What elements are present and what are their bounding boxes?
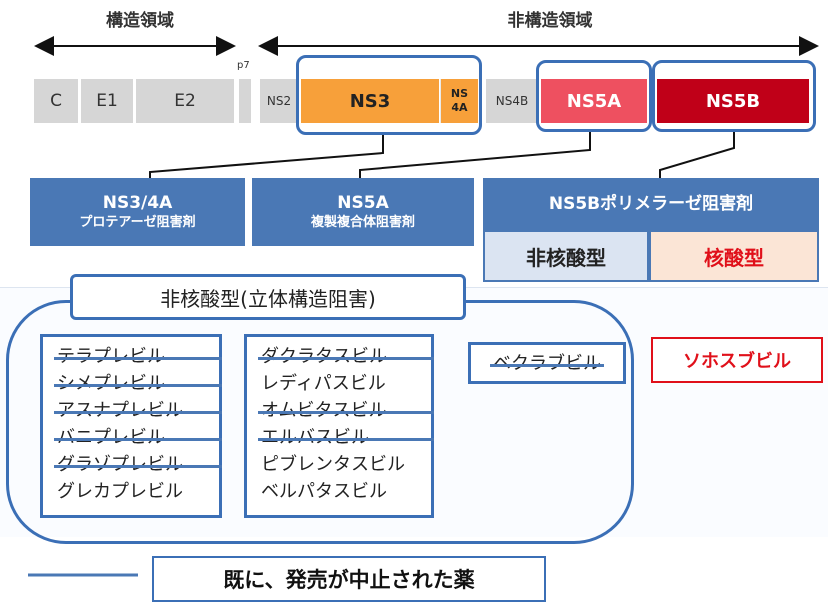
drug-simeprevir: シメプレビル xyxy=(54,370,222,397)
genome-ns5a: NS5A xyxy=(541,79,647,123)
genome-p7-label: p7 xyxy=(237,60,250,71)
drug-telaprevir: テラプレビル xyxy=(54,343,222,370)
nonstructural-region-label: 非構造領域 xyxy=(507,11,593,31)
ns5b-nonnuc-cell: 非核酸型 xyxy=(483,230,649,282)
protease-drug-list: テラプレビル シメプレビル アスナプレビル バニプレビル グラゾプレビル グレカ… xyxy=(40,334,222,518)
legend-box: 既に、発売が中止された薬 xyxy=(152,556,546,602)
ns3-connector xyxy=(149,135,384,180)
drug-elbasvir: エルバスビル xyxy=(258,424,434,451)
ns5b-connector xyxy=(659,132,735,178)
category-ns5a: NS5A 複製複合体阻害剤 xyxy=(252,178,474,246)
ns5a-connector xyxy=(359,132,591,180)
non-nucleoside-group-label: 非核酸型(立体構造阻害) xyxy=(160,286,376,311)
category-ns34a-protease: NS3/4A プロテアーゼ阻害剤 xyxy=(30,178,245,246)
legend-text: 既に、発売が中止された薬 xyxy=(223,568,475,592)
drug-velpatasvir: ベルパタスビル xyxy=(261,481,387,502)
ns5b-nuc-label: 核酸型 xyxy=(704,245,764,270)
drug-glecaprevir: グレカプレビル xyxy=(57,481,183,502)
genome-e1: E1 xyxy=(81,79,133,123)
ns5b-nuc-cell: 核酸型 xyxy=(649,230,819,282)
ns4a-line2: 4A xyxy=(451,101,468,114)
connector-lines xyxy=(149,132,735,180)
drug-vaniprevir: バニプレビル xyxy=(54,424,222,451)
ns34a-title: NS3/4A xyxy=(102,193,173,213)
ns5a-subtitle: 複製複合体阻害剤 xyxy=(310,215,415,230)
genome-e2: E2 xyxy=(136,79,234,123)
genome-ns4a: NS 4A xyxy=(440,79,478,123)
drug-sofosbuvir: ソホスブビル xyxy=(683,351,791,372)
genome-p7 xyxy=(239,79,251,123)
drug-beclabuvir: ベクラブビル xyxy=(490,350,604,377)
ns5b-nonnuc-drug-box: ベクラブビル xyxy=(468,342,626,384)
genome-ns4b: NS4B xyxy=(486,79,538,123)
ns5b-highlight-box xyxy=(652,60,816,132)
drug-grazoprevir: グラゾプレビル xyxy=(54,451,222,478)
drug-asunaprevir: アスナプレビル xyxy=(54,397,222,424)
ns5a-drug-list: ダクラタスビル レディパスビル オムビタスビル エルバスビル ピブレンタスビル … xyxy=(244,334,434,518)
ns34a-subtitle: プロテアーゼ阻害剤 xyxy=(79,215,196,230)
structural-region-label: 構造領域 xyxy=(106,11,174,31)
ns4a-line1: NS xyxy=(450,87,469,100)
drug-ledipasvir: レディパスビル xyxy=(261,373,386,394)
non-nucleoside-group-label-box: 非核酸型(立体構造阻害) xyxy=(70,274,466,320)
legend-line xyxy=(28,573,138,577)
ns5a-title: NS5A xyxy=(337,193,389,213)
ns3-highlight-box xyxy=(296,55,482,135)
genome-c: C xyxy=(34,79,78,123)
genome-ns5b: NS5B xyxy=(657,79,809,123)
ns5b-title: NS5Bポリメラーゼ阻害剤 xyxy=(548,194,754,214)
ns5b-nuc-drug-box: ソホスブビル xyxy=(651,337,823,383)
genome-ns2: NS2 xyxy=(260,79,298,123)
genome-ns3: NS3 xyxy=(301,79,439,123)
category-ns5b: NS5Bポリメラーゼ阻害剤 xyxy=(483,178,819,230)
drug-daclatasvir: ダクラタスビル xyxy=(258,343,434,370)
ns5b-nonnuc-label: 非核酸型 xyxy=(526,245,606,270)
region-arrows xyxy=(34,36,819,56)
drug-ombitasvir: オムビタスビル xyxy=(258,397,434,424)
drug-pibrentasvir: ピブレンタスビル xyxy=(261,454,405,475)
ns5a-highlight-box xyxy=(536,60,652,132)
